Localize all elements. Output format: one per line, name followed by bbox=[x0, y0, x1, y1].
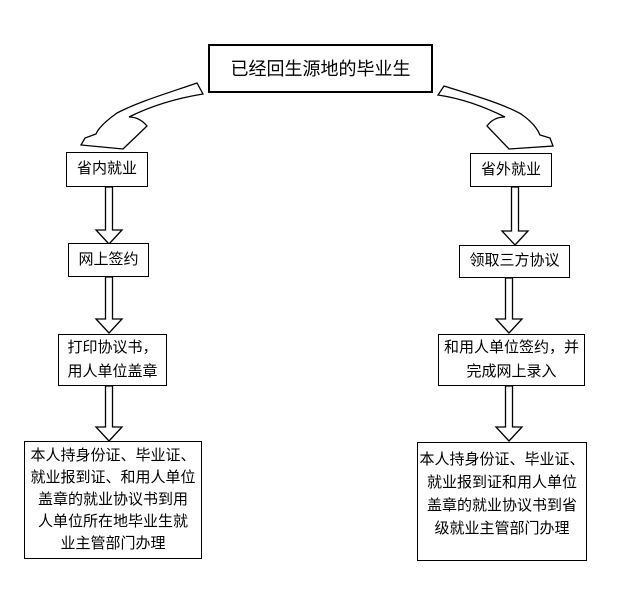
down-arrow-right-1 bbox=[500, 186, 530, 246]
left-step4-box: 本人持身份证、毕业证、 就业报到证、和用人单位 盖章的就业协议书到用 人单位所在… bbox=[24, 441, 202, 559]
title-box: 已经回生源地的毕业生 bbox=[208, 44, 433, 93]
right-step1-box: 省外就业 bbox=[470, 153, 552, 187]
down-arrow-right-3 bbox=[494, 385, 524, 442]
left-step1-box: 省内就业 bbox=[66, 152, 148, 187]
down-arrow-right-2 bbox=[494, 277, 524, 334]
right-step3-box: 和用人单位签约，并 完成网上录入 bbox=[438, 334, 585, 386]
down-arrow-left-2 bbox=[94, 276, 124, 334]
right-step2-box: 领取三方协议 bbox=[459, 245, 570, 278]
down-arrow-left-1 bbox=[94, 186, 124, 245]
curved-arrow-to-right-branch bbox=[436, 85, 554, 150]
curved-arrow-to-left-branch bbox=[79, 82, 205, 150]
right-step4-box: 本人持身份证、毕业证、 就业报到证和用人单位 盖章的就业协议书到省 级就业主管部… bbox=[417, 442, 587, 561]
down-arrow-left-3 bbox=[94, 385, 124, 442]
left-step3-box: 打印协议书， 用人单位盖章 bbox=[58, 334, 167, 386]
left-step2-box: 网上签约 bbox=[68, 243, 149, 277]
